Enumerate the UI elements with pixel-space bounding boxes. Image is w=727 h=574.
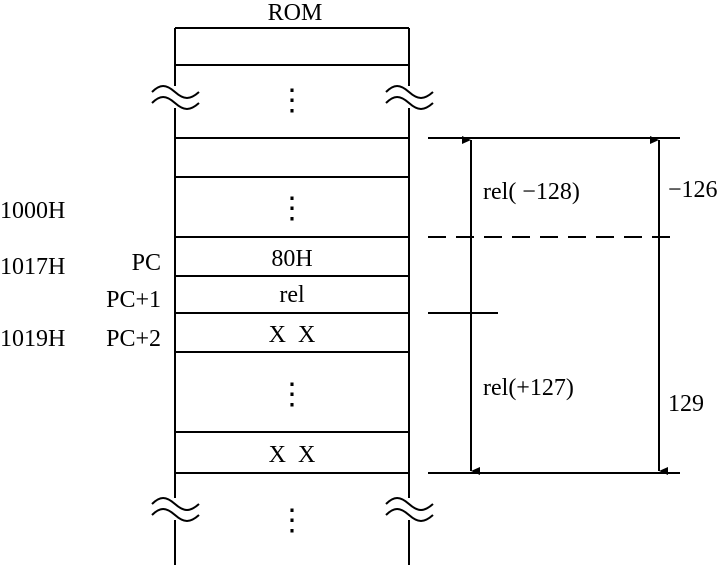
- break-mark-top-left: [151, 85, 200, 110]
- label-rel-pos: rel(+127): [483, 375, 574, 401]
- address-1019h: 1019H: [0, 326, 65, 352]
- pointer-pc: PC: [132, 250, 161, 276]
- break-mark-bottom-right: [385, 497, 434, 522]
- address-1017h: 1017H: [0, 254, 65, 280]
- rom-column: [174, 27, 410, 565]
- break-mark-top-right: [385, 85, 434, 110]
- cell-xx-lower: X X: [269, 442, 316, 468]
- cell-opcode: 80H: [271, 246, 312, 272]
- pointer-pc-plus-1: PC+1: [106, 287, 161, 313]
- cell-rel: rel: [279, 282, 305, 308]
- cell-xx-upper: X X: [269, 322, 316, 348]
- ellipsis-top: ⋮: [277, 84, 307, 117]
- label-span-pos: 129: [668, 391, 704, 417]
- rom-title: ROM: [268, 0, 323, 26]
- ellipsis-middle: ⋮: [277, 378, 307, 411]
- ellipsis-upper: ⋮: [277, 192, 307, 225]
- label-rel-neg: rel( −128): [483, 179, 580, 205]
- ellipsis-bottom: ⋮: [277, 504, 307, 537]
- label-span-neg: −126: [668, 177, 718, 203]
- address-1000h: 1000H: [0, 198, 65, 224]
- pointer-pc-plus-2: PC+2: [106, 326, 161, 352]
- break-mark-bottom-left: [151, 497, 200, 522]
